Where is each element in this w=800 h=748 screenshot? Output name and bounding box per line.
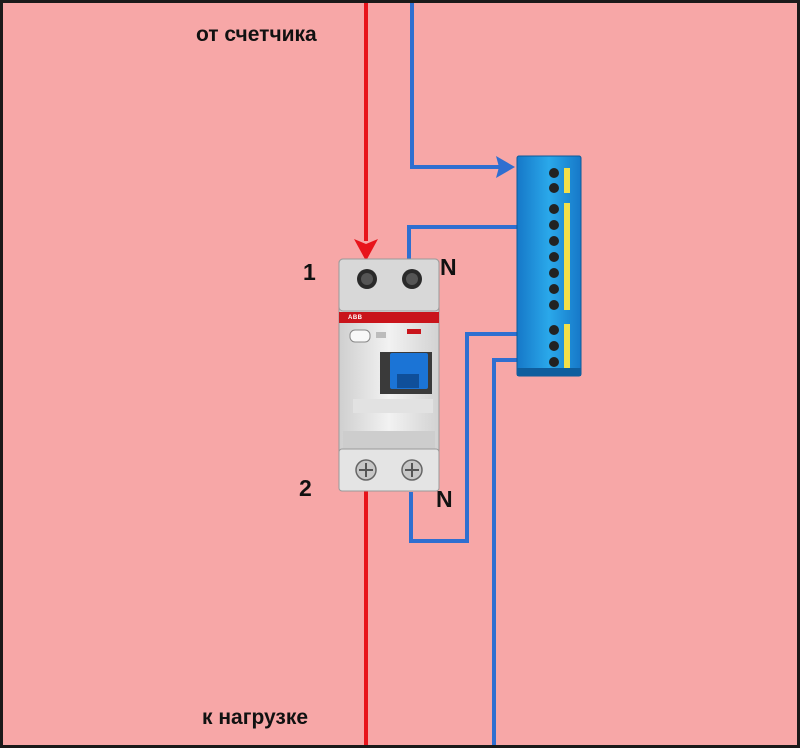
test-button bbox=[349, 329, 386, 343]
neutral-bus-bar bbox=[516, 155, 582, 377]
wiring-diagram-drawing bbox=[338, 3, 582, 745]
neutral-wire-to-load bbox=[492, 358, 517, 745]
neutral-wire-to-rcd-in bbox=[407, 225, 517, 265]
status-indicator bbox=[407, 329, 421, 334]
bottom-terminal-screws bbox=[355, 459, 423, 481]
toggle-lever bbox=[380, 352, 432, 394]
phase-wires bbox=[354, 3, 378, 745]
brand-stripe bbox=[339, 312, 439, 323]
label-from-meter: от счетчика bbox=[196, 23, 317, 46]
phase-arrowhead bbox=[354, 239, 378, 261]
rcd-device bbox=[338, 258, 440, 492]
neutral-wire-incoming bbox=[410, 3, 503, 169]
neutral-arrowhead bbox=[496, 156, 515, 178]
neutral-wire-rcd-out bbox=[409, 332, 517, 543]
label-to-load: к нагрузке bbox=[202, 706, 309, 729]
device-brand-logo: ABB bbox=[348, 315, 363, 321]
neutral-wires bbox=[407, 3, 517, 745]
bus-terminal-screws bbox=[549, 168, 559, 367]
label-neutral-in: N bbox=[440, 254, 457, 280]
top-terminal-screws bbox=[357, 269, 422, 289]
label-neutral-out: N bbox=[436, 486, 453, 512]
label-terminal-1: 1 bbox=[303, 259, 316, 285]
label-terminal-2: 2 bbox=[299, 475, 312, 501]
